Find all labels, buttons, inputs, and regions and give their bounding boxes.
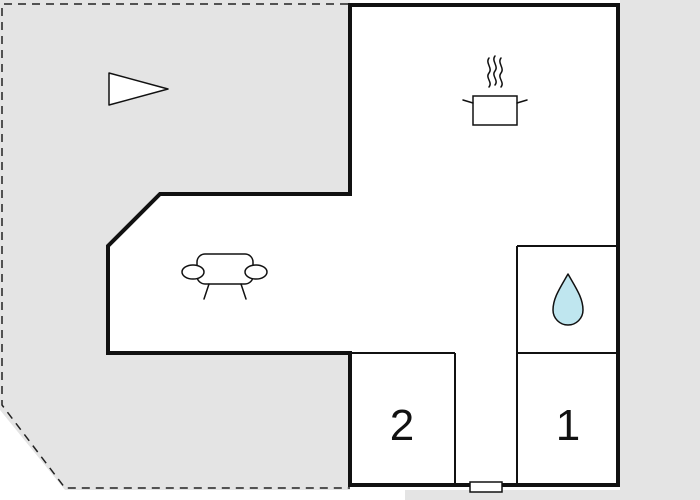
armchair-icon xyxy=(181,253,268,300)
water-drop-icon xyxy=(552,273,584,326)
cooking-pot-icon xyxy=(462,55,528,126)
outdoor-area-right xyxy=(405,0,700,500)
north-arrow-icon xyxy=(108,72,169,106)
inner-walls xyxy=(350,245,618,485)
bedroom-1-label: 1 xyxy=(556,401,580,450)
bedroom-2-label: 2 xyxy=(390,401,414,450)
outer-walls xyxy=(106,3,620,487)
terrace-boundary xyxy=(1,3,350,489)
entrance-door xyxy=(469,481,503,493)
